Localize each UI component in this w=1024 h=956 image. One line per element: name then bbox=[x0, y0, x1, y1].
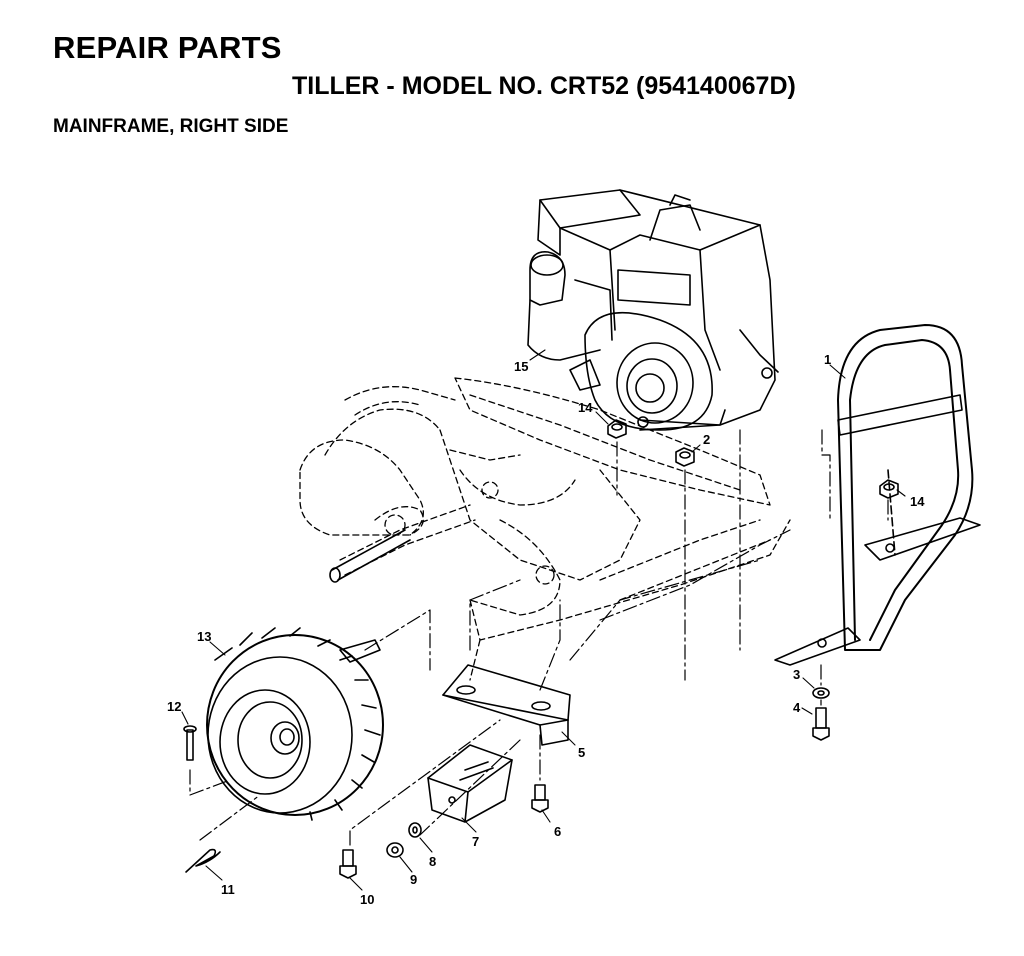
callout-15: 15 bbox=[514, 359, 528, 374]
page-title: REPAIR PARTS bbox=[53, 30, 282, 65]
callout-4: 4 bbox=[793, 700, 801, 715]
callout-6: 6 bbox=[554, 824, 561, 839]
handle-bracket bbox=[774, 324, 981, 666]
callout-1: 1 bbox=[824, 352, 831, 367]
callout-12: 12 bbox=[167, 699, 181, 714]
hairpin-clip-11 bbox=[185, 848, 221, 873]
assembly-guide-lines bbox=[189, 429, 889, 846]
phantom-tiller-frame bbox=[299, 377, 791, 681]
mounting-plate bbox=[442, 664, 571, 746]
bolt-10 bbox=[339, 849, 357, 879]
bolt-6 bbox=[531, 784, 549, 813]
washer-9 bbox=[386, 842, 404, 858]
callout-13: 13 bbox=[197, 629, 211, 644]
flange-nut-14-engine bbox=[607, 419, 627, 439]
callout-11: 11 bbox=[221, 882, 235, 897]
callout-14-engine: 14 bbox=[578, 400, 593, 415]
callout-8: 8 bbox=[429, 854, 436, 869]
callout-7: 7 bbox=[472, 834, 479, 849]
model-title: TILLER - MODEL NO. CRT52 (954140067D) bbox=[292, 72, 796, 100]
callout-3: 3 bbox=[793, 667, 800, 682]
tire-wheel bbox=[206, 627, 384, 821]
section-title: MAINFRAME, RIGHT SIDE bbox=[53, 116, 289, 137]
callout-9: 9 bbox=[410, 872, 417, 887]
washer-8 bbox=[408, 822, 422, 838]
engine-assembly bbox=[527, 189, 779, 431]
bolt-4 bbox=[812, 707, 830, 741]
leader-lines bbox=[181, 349, 906, 891]
callout-10: 10 bbox=[360, 892, 374, 907]
washer-3 bbox=[812, 687, 830, 699]
weight-block bbox=[427, 744, 513, 823]
flange-nut-14-handle bbox=[879, 479, 899, 499]
callout-2: 2 bbox=[703, 432, 710, 447]
callout-14-handle: 14 bbox=[910, 494, 925, 509]
hex-nut-2 bbox=[675, 447, 695, 467]
callout-5: 5 bbox=[578, 745, 585, 760]
axle-stub bbox=[329, 529, 411, 583]
callout-labels: 1 2 3 4 5 6 7 8 9 10 11 12 13 14 14 15 bbox=[167, 352, 925, 907]
clevis-pin-12 bbox=[183, 725, 197, 761]
